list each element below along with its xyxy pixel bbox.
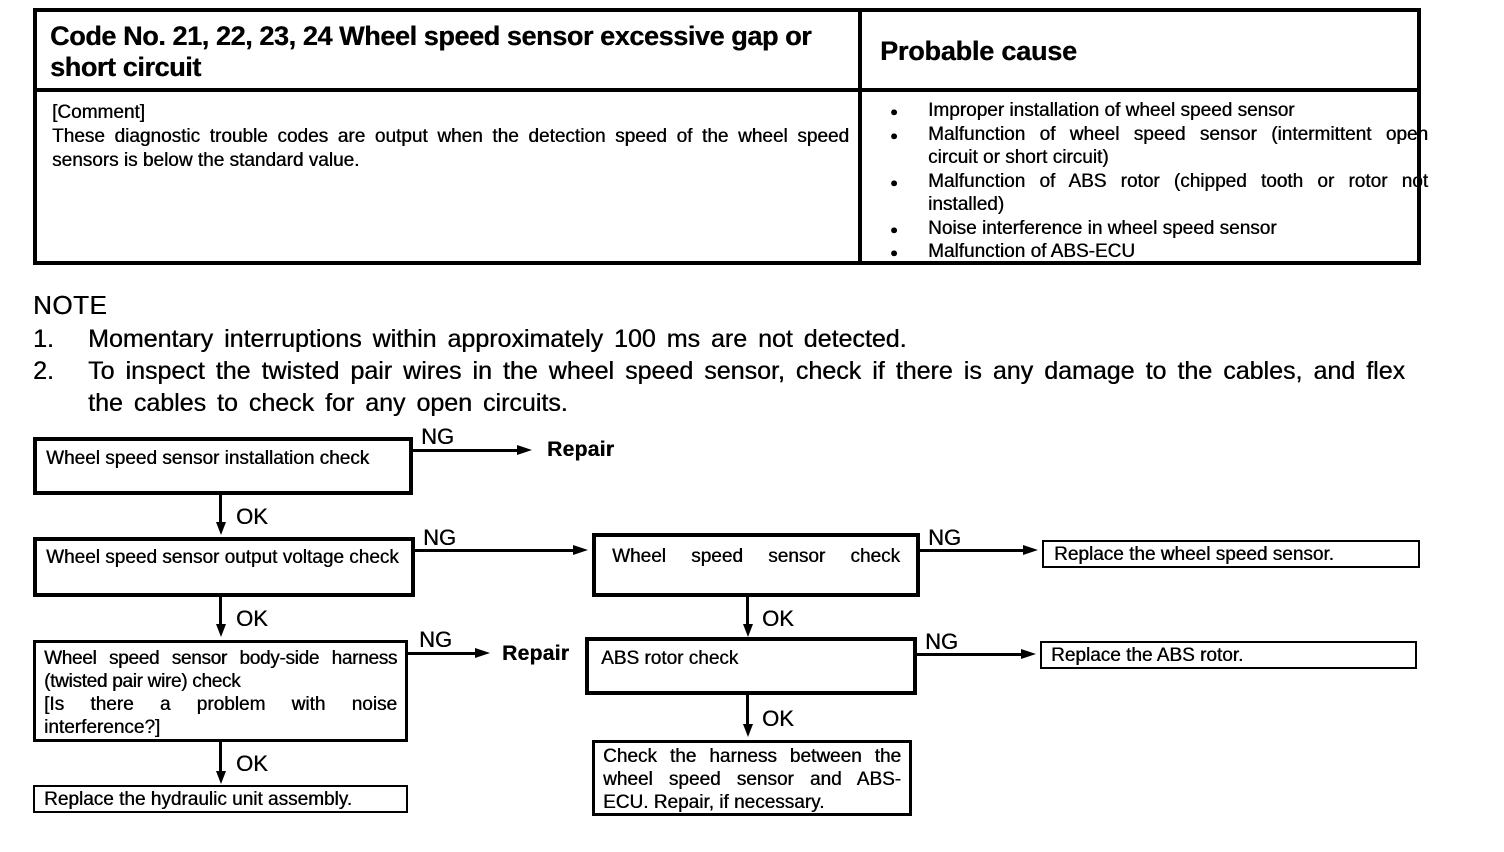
- repair-result-label: Repair: [547, 438, 615, 461]
- comment-cell: [Comment] These diagnostic trouble codes…: [52, 101, 849, 173]
- ng-label: NG: [928, 525, 961, 550]
- list-item: ● Malfunction of ABS rotor (chipped toot…: [880, 170, 1428, 217]
- connector-line: [415, 549, 574, 552]
- arrowhead-down-icon: [215, 624, 226, 637]
- flow-box-output-voltage-check: Wheel speed sensor output voltage check: [33, 537, 415, 597]
- flow-box-abs-rotor-check: ABS rotor check: [585, 637, 917, 695]
- ng-label: NG: [423, 525, 456, 550]
- bullet-icon: ●: [890, 127, 898, 143]
- list-item: 2. To inspect the twisted pair wires in …: [33, 355, 1405, 419]
- arrowhead-right-icon: [517, 445, 532, 455]
- ok-label: OK: [762, 606, 794, 631]
- ok-label: OK: [236, 751, 268, 776]
- flow-box-text: [Is there a problem with noise interfere…: [44, 694, 397, 738]
- ok-label: OK: [236, 606, 268, 631]
- arrowhead-down-icon: [742, 724, 753, 737]
- connector-line: [408, 652, 476, 655]
- bullet-icon: ●: [890, 221, 898, 237]
- connector-line: [219, 597, 222, 625]
- list-item: ● Malfunction of ABS-ECU: [880, 240, 1428, 264]
- cause-text: Malfunction of wheel speed sensor (inter…: [928, 123, 1428, 169]
- note-number: 2.: [33, 357, 54, 385]
- connector-line: [917, 653, 1022, 656]
- connector-line: [413, 449, 518, 452]
- connector-line: [219, 495, 222, 523]
- connector-line: [219, 742, 222, 772]
- arrowhead-right-icon: [1021, 649, 1036, 659]
- comment-text: These diagnostic trouble codes are outpu…: [52, 126, 849, 171]
- ng-label: NG: [419, 627, 452, 652]
- ng-label: NG: [421, 424, 454, 449]
- ok-label: OK: [762, 706, 794, 731]
- cause-text: Malfunction of ABS-ECU: [928, 241, 1135, 262]
- probable-cause-list: ● Improper installation of wheel speed s…: [880, 99, 1428, 264]
- list-item: ● Improper installation of wheel speed s…: [880, 99, 1428, 123]
- list-item: ● Malfunction of wheel speed sensor (int…: [880, 123, 1428, 170]
- note-text: Momentary interruptions within approxima…: [88, 325, 907, 353]
- list-item: 1. Momentary interruptions within approx…: [33, 323, 1405, 355]
- arrowhead-right-icon: [475, 648, 490, 658]
- bullet-icon: ●: [890, 245, 898, 260]
- cause-text: Noise interference in wheel speed sensor: [928, 217, 1277, 239]
- arrowhead-right-icon: [573, 545, 588, 555]
- note-number: 1.: [33, 325, 54, 353]
- comment-label: [Comment]: [52, 102, 145, 123]
- repair-result-label: Repair: [502, 642, 570, 665]
- bullet-icon: ●: [890, 174, 898, 190]
- flow-box-replace-sensor: Replace the wheel speed sensor.: [1042, 540, 1420, 568]
- ok-label: OK: [236, 504, 268, 529]
- dtc-code-title: Code No. 21, 22, 23, 24 Wheel speed sens…: [50, 21, 812, 82]
- bullet-icon: ●: [890, 104, 898, 119]
- connector-line: [746, 597, 749, 625]
- arrowhead-down-icon: [742, 624, 753, 637]
- cause-text: Improper installation of wheel speed sen…: [928, 100, 1295, 121]
- arrowhead-right-icon: [1023, 545, 1038, 555]
- table-column-divider: [858, 12, 862, 261]
- flow-box-installation-check: Wheel speed sensor installation check: [33, 437, 413, 495]
- note-heading: NOTE: [33, 290, 108, 320]
- cause-text: Malfunction of ABS rotor (chipped tooth …: [928, 170, 1428, 216]
- probable-cause-title: Probable cause: [880, 36, 1077, 66]
- flow-box-harness-check: Check the harness between the wheel spee…: [592, 740, 912, 816]
- arrowhead-down-icon: [215, 522, 226, 535]
- list-item: ● Noise interference in wheel speed sens…: [880, 217, 1428, 241]
- flow-box-text: Wheel speed sensor body-side harness (tw…: [44, 648, 397, 692]
- flow-box-replace-hydraulic: Replace the hydraulic unit assembly.: [33, 785, 408, 813]
- flow-box-replace-rotor: Replace the ABS rotor.: [1040, 641, 1417, 669]
- note-list: 1. Momentary interruptions within approx…: [33, 323, 1405, 419]
- arrowhead-down-icon: [215, 771, 226, 784]
- connector-line: [746, 695, 749, 725]
- dtc-table: Code No. 21, 22, 23, 24 Wheel speed sens…: [33, 8, 1428, 265]
- note-text: To inspect the twisted pair wires in the…: [88, 357, 1405, 417]
- connector-line: [920, 549, 1024, 552]
- flow-box-sensor-check: Wheel speed sensor check: [592, 533, 920, 597]
- ng-label: NG: [925, 629, 958, 654]
- flow-box-body-side-harness-check: Wheel speed sensor body-side harness (tw…: [33, 640, 408, 742]
- table-header-divider: [37, 88, 1417, 92]
